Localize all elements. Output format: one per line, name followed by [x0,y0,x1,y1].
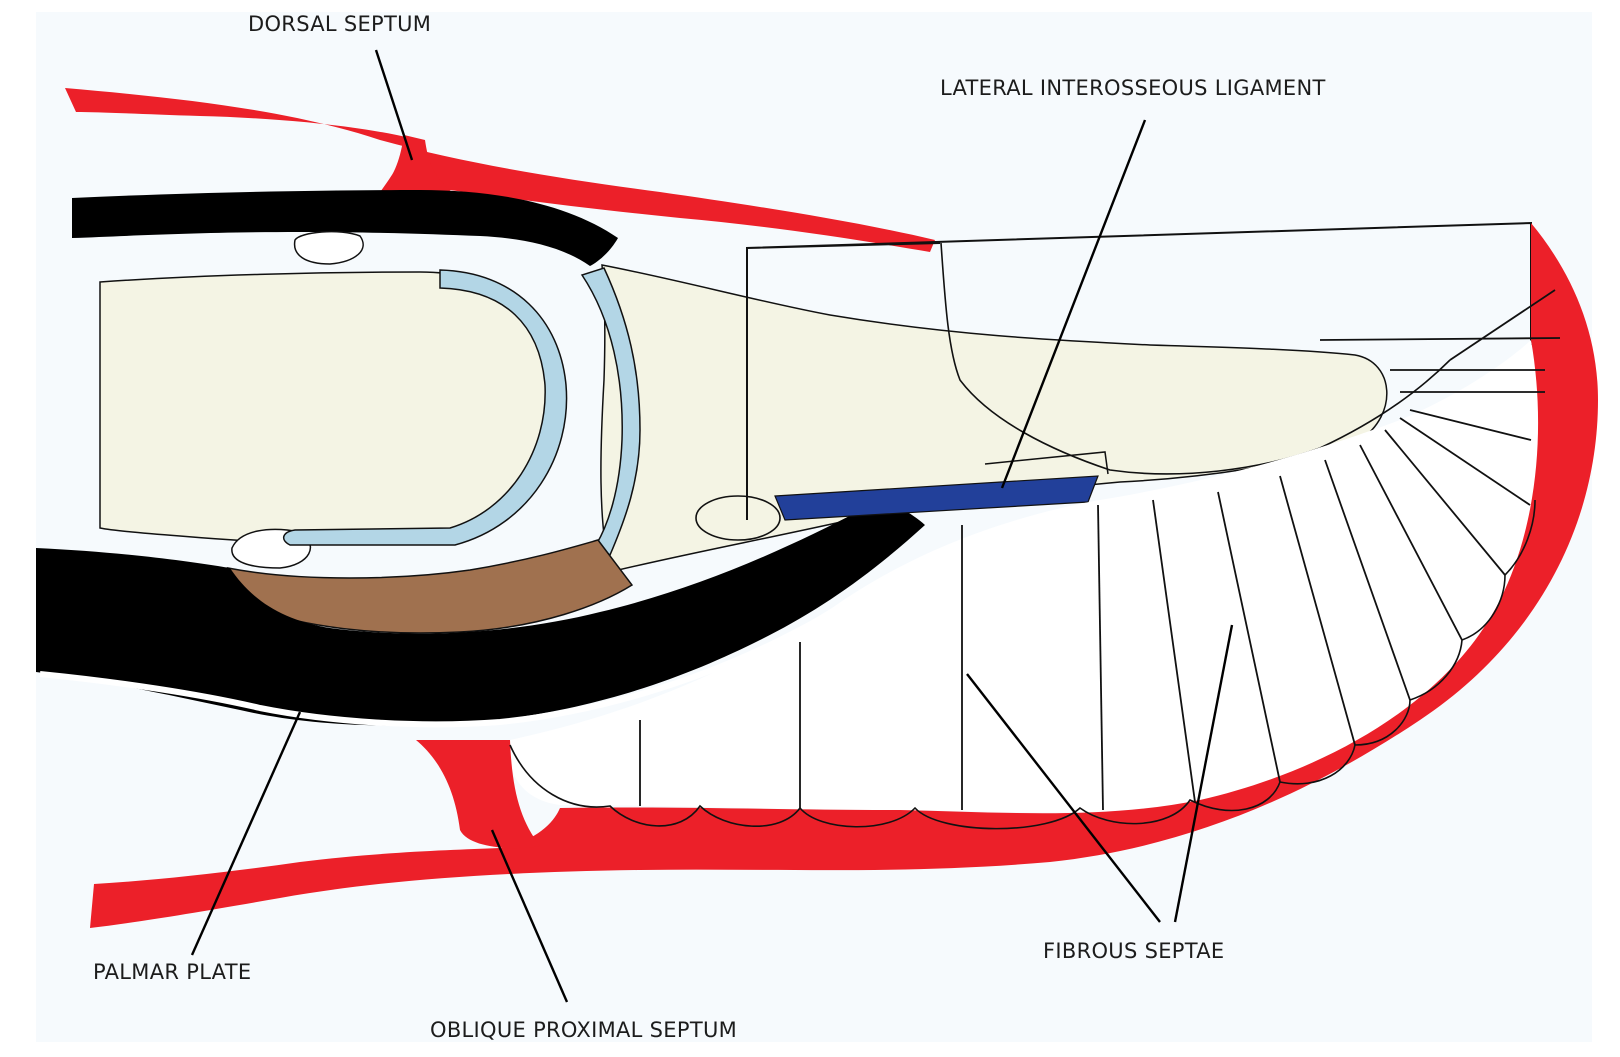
label-dorsal-septum: DORSAL SEPTUM [248,12,432,36]
pulp-scallop [509,499,1536,830]
distal-phalanx-outline [940,242,1451,475]
extensor-tendon [72,190,618,266]
flexor-tendon [36,500,925,726]
bone-nub-top [293,230,364,265]
label-palmar-plate: PALMAR PLATE [93,960,252,984]
label-fibrous-septae: FIBROUS SEPTAE [1043,939,1225,963]
lateral-interosseous-ligament [774,475,1099,521]
label-oblique-proximal-septum: OBLIQUE PROXIMAL SEPTUM [430,1018,738,1042]
label-lateral-interosseous-ligament: LATERAL INTEROSSEOUS LIGAMENT [940,76,1326,100]
proximal-phalanx [99,271,560,545]
fibrous-septae-lines [639,289,1561,811]
leader-lateral-ligament [1000,119,1147,489]
leader-lines [190,49,1234,1003]
pulp-outline [509,340,1539,813]
dorsal-skin-septum [65,88,935,252]
dorsal-septum-stalk [378,135,452,196]
leader-fibrous-septae-b [1173,624,1234,923]
ligament-flag [984,451,1109,475]
oblique-septum-stalk [416,740,540,849]
proximal-cartilage [283,269,568,546]
leader-oblique-septum [490,829,569,1003]
palmar-plate [226,539,634,634]
leader-fibrous-septae-a [966,673,1161,923]
leader-dorsal-septum [374,49,414,161]
leader-palmar-plate [190,711,302,956]
ligament-origin-ellipse [695,495,781,541]
